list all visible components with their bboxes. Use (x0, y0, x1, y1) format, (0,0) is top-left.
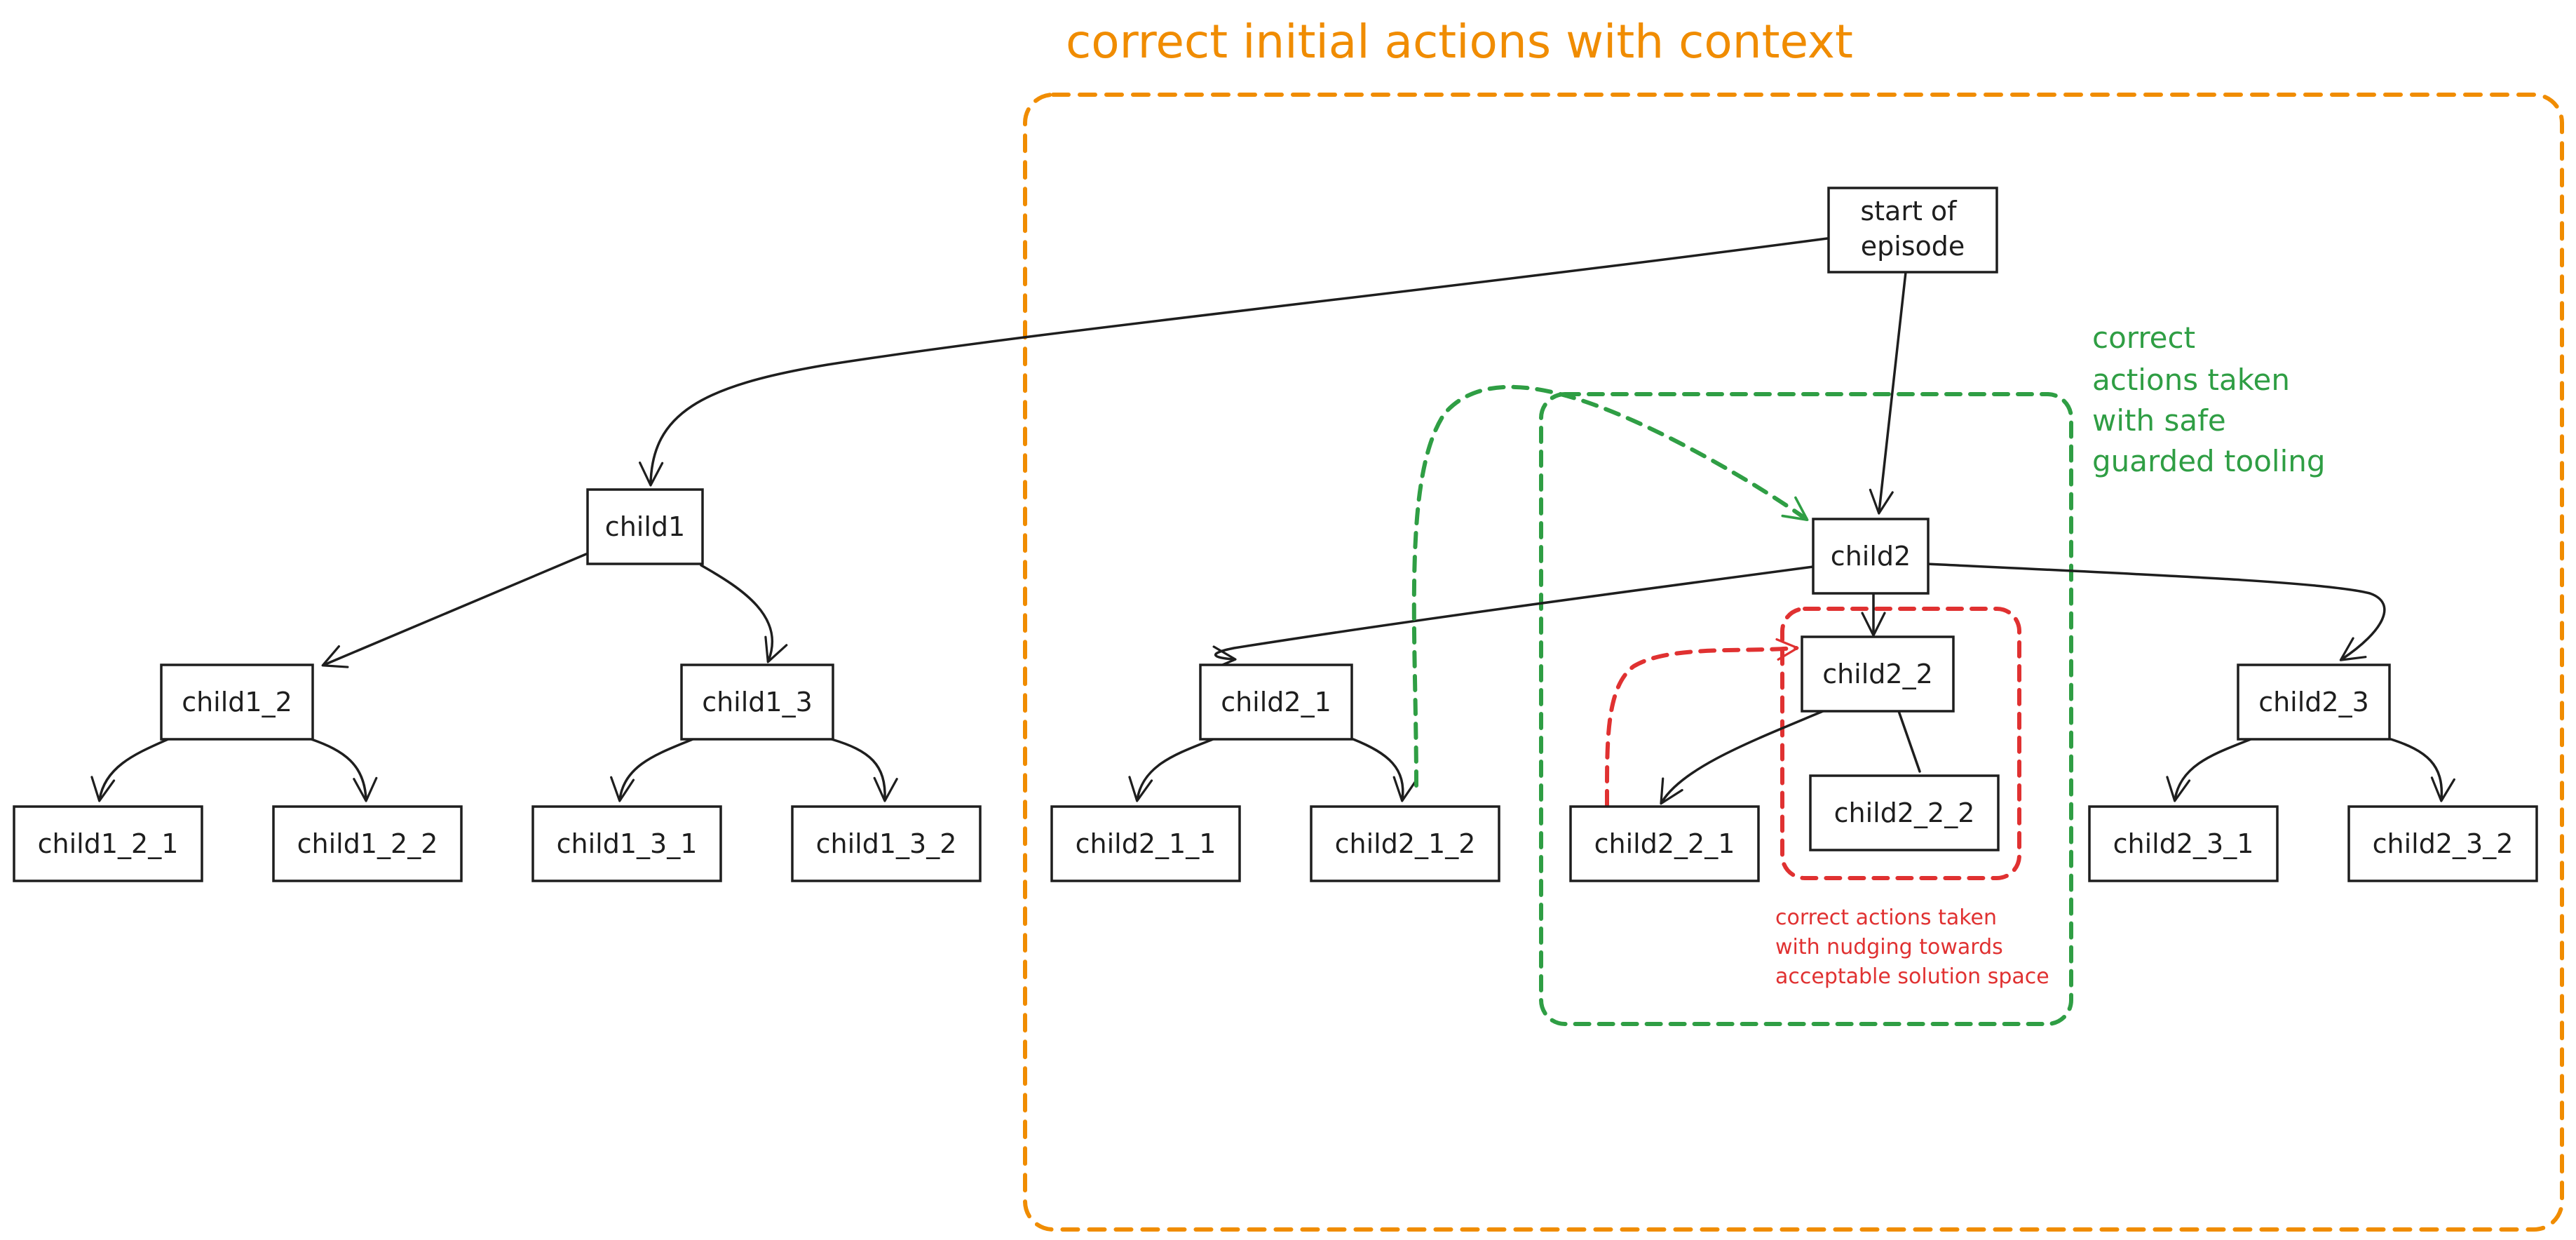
node-child1_3: child1_3 (680, 663, 834, 741)
green-dashed-arrow (1411, 384, 1809, 788)
tree-nodes: start of episode child1 child2 child1_2 … (13, 187, 2538, 882)
node-child2_2_2: child2_2_2 (1809, 774, 2000, 851)
node-label: child2_2 (1822, 659, 1933, 689)
green-note-line: actions taken (2092, 363, 2290, 397)
red-note-line: acceptable solution space (1775, 964, 2049, 989)
edge-root-child2 (1869, 271, 1907, 515)
edge-child1_3-child1_3_2 (830, 738, 898, 802)
node-child1_2_1: child1_2_1 (13, 805, 203, 882)
svg-text:start of episode: start of episode (1860, 196, 1965, 262)
context-region (1023, 93, 2564, 1232)
node-label: child2_1 (1221, 687, 1331, 717)
node-label: child2 (1831, 541, 1911, 572)
node-child2: child2 (1812, 518, 1930, 595)
edge-child1-child1_3 (700, 564, 788, 663)
node-label: child1_2 (182, 687, 292, 717)
node-label: start of (1860, 196, 1958, 227)
node-start-of-episode: start of episode (1827, 187, 1998, 274)
edge-root-child1 (639, 237, 1829, 487)
node-label: episode (1861, 231, 1965, 262)
node-label: child2_1_2 (1335, 828, 1476, 859)
nudging-region (1780, 607, 2021, 880)
node-label: child2_2_2 (1834, 797, 1975, 828)
node-child1_3_1: child1_3_1 (531, 805, 722, 882)
node-label: child2_3 (2258, 687, 2369, 717)
edge-child2-child2_1 (1211, 565, 1815, 670)
node-label: child1_3_2 (816, 828, 957, 859)
edge-child1-child1_2 (321, 553, 588, 668)
node-label: child2_3_1 (2113, 828, 2254, 859)
node-child1_3_2: child1_3_2 (791, 805, 982, 882)
node-child2_1_1: child2_1_1 (1050, 805, 1241, 882)
edge-child2_3-child2_3_1 (2166, 738, 2252, 802)
green-note-line: guarded tooling (2092, 444, 2326, 478)
green-note-line: with safe (2092, 403, 2226, 438)
red-dashed-arrow (1604, 638, 1799, 807)
tree-edges (90, 237, 2455, 805)
edge-child1_3-child1_3_1 (610, 738, 694, 802)
green-note: correct actions taken with safe guarded … (2092, 321, 2326, 478)
red-note-line: correct actions taken (1775, 905, 1997, 930)
node-label: child1_2_1 (38, 828, 179, 859)
node-child2_1: child2_1 (1199, 663, 1353, 741)
edge-child2_3-child2_3_2 (2389, 738, 2455, 802)
node-child1: child1 (586, 488, 704, 565)
node-label: child1_3 (702, 687, 813, 717)
node-child2_2_1: child2_2_1 (1569, 805, 1760, 882)
node-child2_3_1: child2_3_1 (2088, 805, 2279, 882)
edge-child1_2-child1_2_2 (310, 738, 378, 802)
node-label: child2_3_2 (2373, 828, 2514, 859)
edge-child2_1-child2_1_1 (1128, 738, 1214, 802)
edge-child2_2-child2_2_1 (1660, 710, 1824, 805)
edge-child2_1-child2_1_2 (1352, 738, 1418, 802)
edge-child2_2-child2_2_2 (1897, 710, 1921, 773)
node-child2_3_2: child2_3_2 (2347, 805, 2538, 882)
edge-child2-child2_3 (1925, 562, 2386, 661)
node-child1_2_2: child1_2_2 (272, 805, 463, 882)
node-label: child1_3_1 (557, 828, 698, 859)
diagram-title: correct initial actions with context (1066, 15, 1853, 69)
green-note-line: correct (2092, 321, 2195, 355)
node-child2_1_2: child2_1_2 (1310, 805, 1500, 882)
node-label: child1_2_2 (297, 828, 438, 859)
safe-tooling-region (1539, 392, 2073, 1026)
node-label: child1 (605, 511, 685, 542)
red-note-line: with nudging towards (1775, 935, 2003, 959)
edge-child1_2-child1_2_1 (90, 736, 172, 802)
red-note: correct actions taken with nudging towar… (1775, 905, 2049, 989)
node-child2_3: child2_3 (2237, 663, 2391, 741)
node-child2_2: child2_2 (1801, 635, 1955, 713)
node-child1_2: child1_2 (160, 663, 314, 741)
node-label: child2_1_1 (1076, 828, 1216, 859)
node-label: child2_2_1 (1594, 828, 1735, 859)
